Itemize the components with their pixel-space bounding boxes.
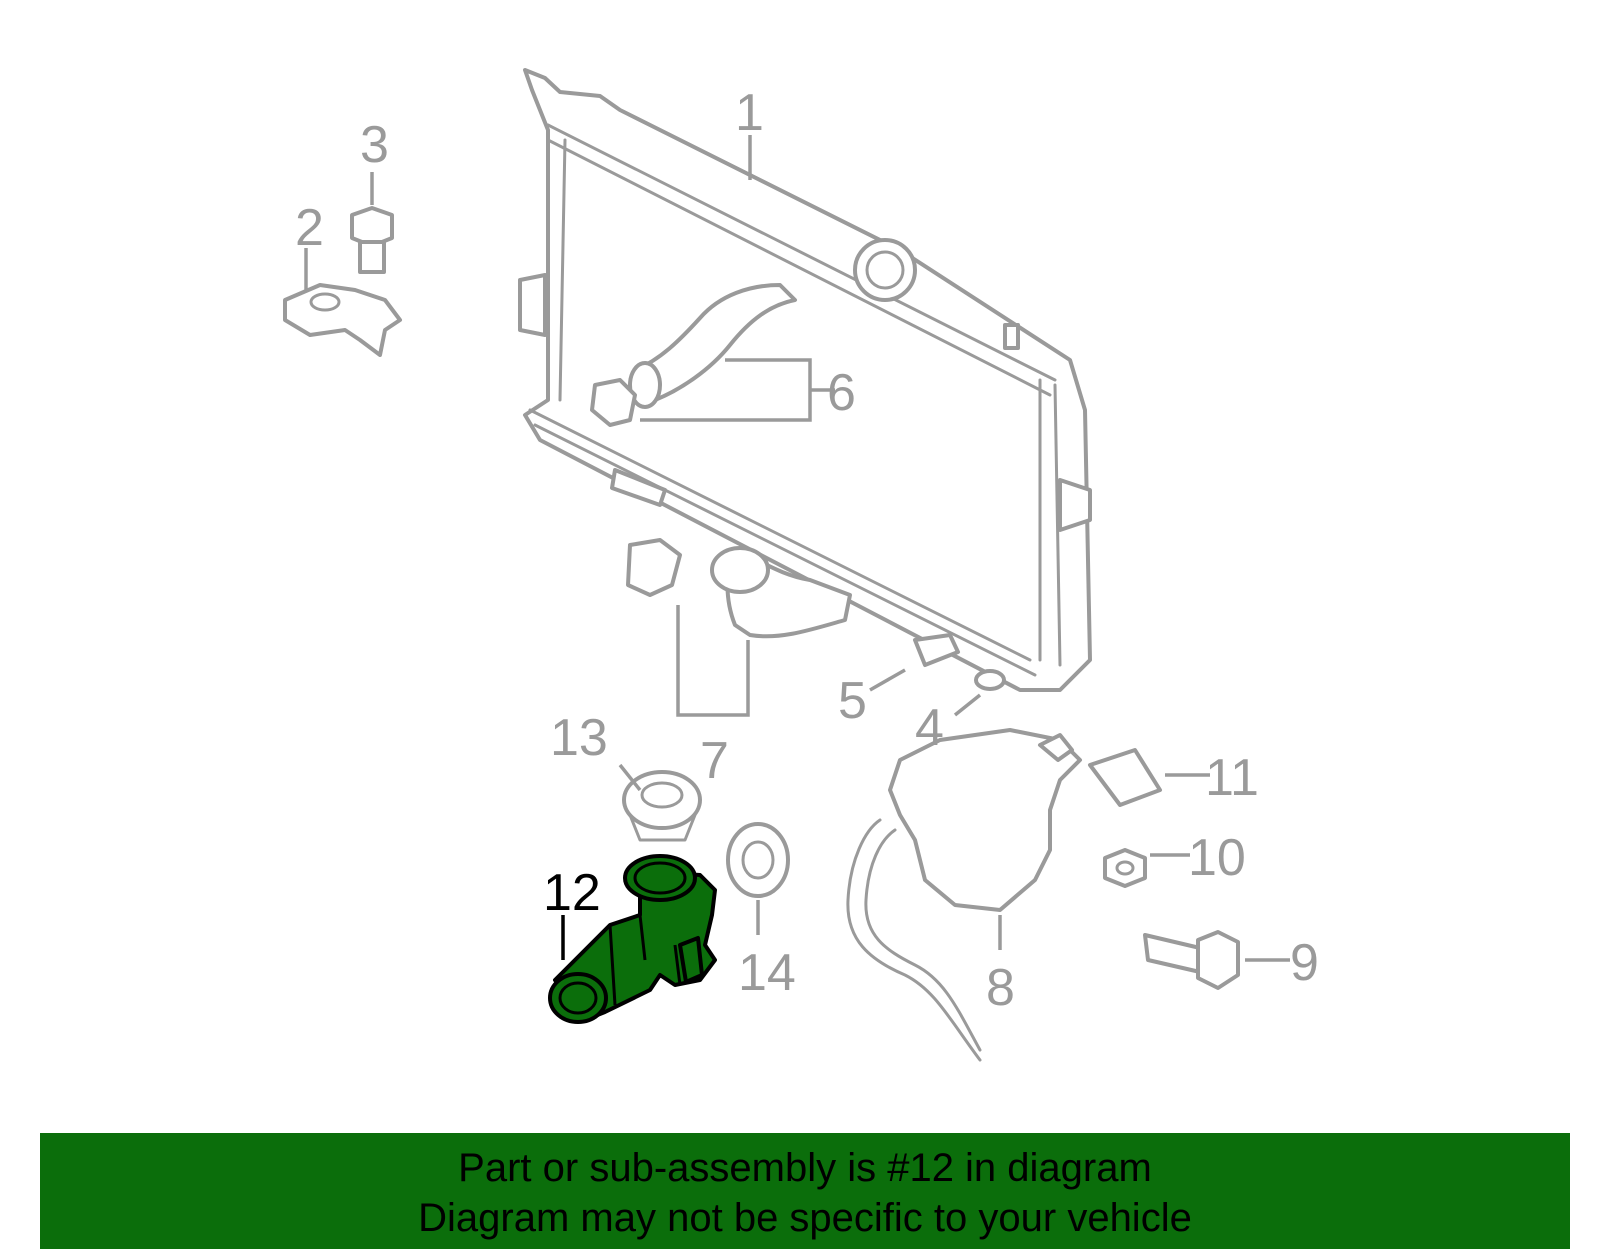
callout-4: 4	[915, 699, 944, 757]
reservoir-part-8[interactable]	[846, 728, 1082, 1062]
drain-part-4[interactable]	[974, 669, 1006, 691]
parts-diagram: 1 2 3 6 7 5 4 13 14 8 11 10 9 12	[283, 68, 1319, 1062]
cap-part-13[interactable]	[622, 770, 702, 842]
callout-11: 11	[1205, 749, 1259, 807]
lower-hose-part-7[interactable]	[626, 538, 852, 639]
callout-10: 10	[1188, 829, 1246, 887]
caption-line-1: Part or sub-assembly is #12 in diagram	[458, 1146, 1152, 1190]
radiator-part-1[interactable]	[518, 68, 1092, 692]
caption-line-2: Diagram may not be specific to your vehi…	[418, 1196, 1192, 1240]
callout-8: 8	[986, 959, 1015, 1017]
callout-7: 7	[700, 732, 729, 790]
bracket-part-2[interactable]	[283, 283, 402, 357]
bolt-part-9[interactable]	[1143, 930, 1240, 990]
callout-13: 13	[550, 709, 608, 767]
water-outlet-part-12[interactable]	[548, 854, 717, 1024]
callout-14: 14	[738, 944, 796, 1002]
upper-hose-part-6[interactable]	[590, 283, 797, 427]
bracket-part-11[interactable]	[1088, 748, 1162, 807]
leader-lines	[304, 135, 1290, 962]
caption-bar: Part or sub-assembly is #12 in diagram D…	[40, 1133, 1570, 1249]
nut-part-10[interactable]	[1103, 848, 1147, 888]
clip-part-5[interactable]	[913, 633, 960, 667]
callout-5: 5	[838, 672, 867, 730]
callout-1: 1	[735, 84, 764, 142]
bolt-part-3[interactable]	[350, 206, 394, 274]
callout-3: 3	[360, 116, 389, 174]
callout-6: 6	[827, 364, 856, 422]
thermostat-part-14[interactable]	[726, 822, 790, 898]
callout-9: 9	[1290, 934, 1319, 992]
callout-2: 2	[295, 199, 324, 257]
callout-12: 12	[543, 864, 601, 922]
